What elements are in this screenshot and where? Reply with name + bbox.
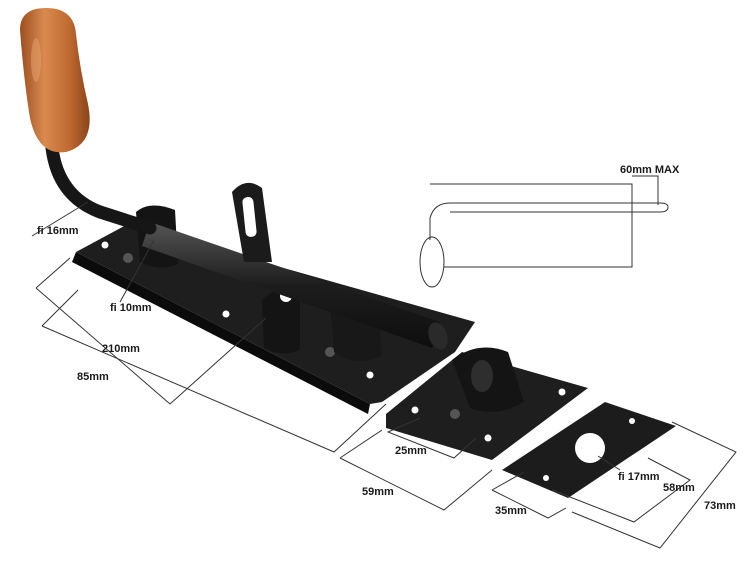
rivet xyxy=(325,347,335,357)
label-strike-width: 35mm xyxy=(495,505,527,517)
label-plate-width: 85mm xyxy=(77,371,109,383)
throw-schematic xyxy=(419,175,669,288)
rivet xyxy=(450,409,460,419)
strike-hole xyxy=(575,433,605,463)
screw-hole xyxy=(366,371,374,379)
padlock-tab xyxy=(232,182,272,262)
label-rod-diameter: fi 16mm xyxy=(37,225,79,237)
screw-hole xyxy=(101,241,109,249)
label-plate-length: 210mm xyxy=(102,343,140,355)
label-strike-length: 73mm xyxy=(704,500,736,512)
label-strike-hole: fi 17mm xyxy=(618,471,660,483)
rivet xyxy=(123,253,133,263)
label-strike-height: 58mm xyxy=(663,482,695,494)
label-bracket-small: 25mm xyxy=(395,445,427,457)
label-hole-diameter: fi 10mm xyxy=(110,302,152,314)
dimension-labels: fi 16mm fi 10mm 210mm 85mm 25mm 59mm 60m… xyxy=(37,164,736,517)
wooden-handle xyxy=(20,8,90,153)
screw-hole xyxy=(411,406,419,414)
keeper-bracket xyxy=(386,347,588,460)
label-bracket-length: 59mm xyxy=(362,486,394,498)
screw-hole xyxy=(484,434,492,442)
strike-plate xyxy=(502,402,676,498)
bolt-rod xyxy=(45,141,448,350)
label-throw-max: 60mm MAX xyxy=(620,164,680,176)
screw-hole xyxy=(222,310,230,318)
screw-hole xyxy=(558,388,566,396)
dimension-lines xyxy=(31,201,737,549)
